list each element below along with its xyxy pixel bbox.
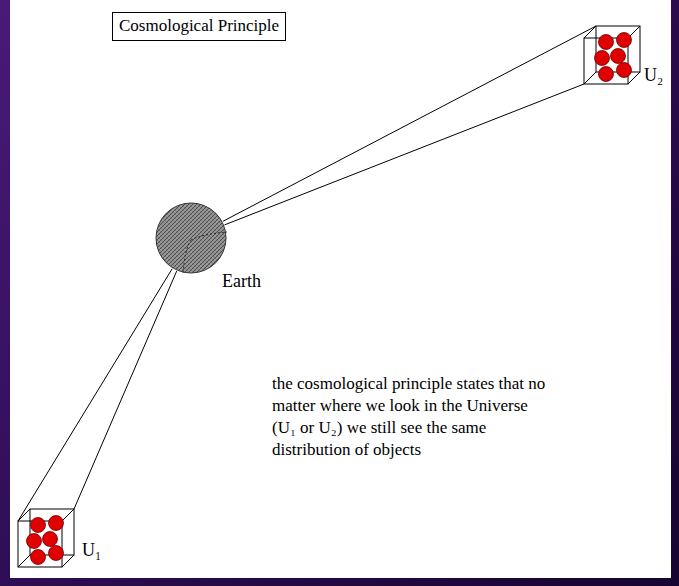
galaxy-dot	[49, 516, 64, 531]
galaxy-dot	[595, 51, 610, 66]
earth-circle	[156, 203, 226, 273]
galaxy-dot	[31, 518, 46, 533]
title-box: Cosmological Principle	[112, 12, 286, 41]
galaxy-dot	[599, 35, 614, 50]
node-shape	[155, 202, 227, 274]
universe-cube: U₁	[16, 505, 78, 571]
sight-lines	[183, 232, 227, 274]
cube-outline	[18, 509, 74, 567]
cube-outline	[584, 26, 640, 84]
node-shape	[582, 22, 644, 88]
earth-node: Earth	[155, 202, 227, 274]
slide-panel	[10, 0, 671, 578]
galaxy-dot	[617, 63, 632, 78]
node-label: U₁	[82, 541, 101, 561]
galaxy-dot	[43, 532, 58, 547]
node-label: Earth	[222, 272, 261, 292]
galaxy-dot	[49, 546, 64, 561]
galaxy-dot	[611, 49, 626, 64]
sight-cone	[223, 26, 596, 225]
galaxy-dot	[31, 550, 46, 565]
node-shape	[16, 505, 78, 571]
sight-cone	[18, 269, 177, 521]
node-label: U₂	[644, 66, 663, 86]
galaxy-dot	[27, 534, 42, 549]
galaxy-dot	[617, 33, 632, 48]
galaxy-dot	[599, 67, 614, 82]
universe-cube: U₂	[582, 22, 644, 88]
note-text: the cosmological principle states that n…	[272, 373, 554, 461]
